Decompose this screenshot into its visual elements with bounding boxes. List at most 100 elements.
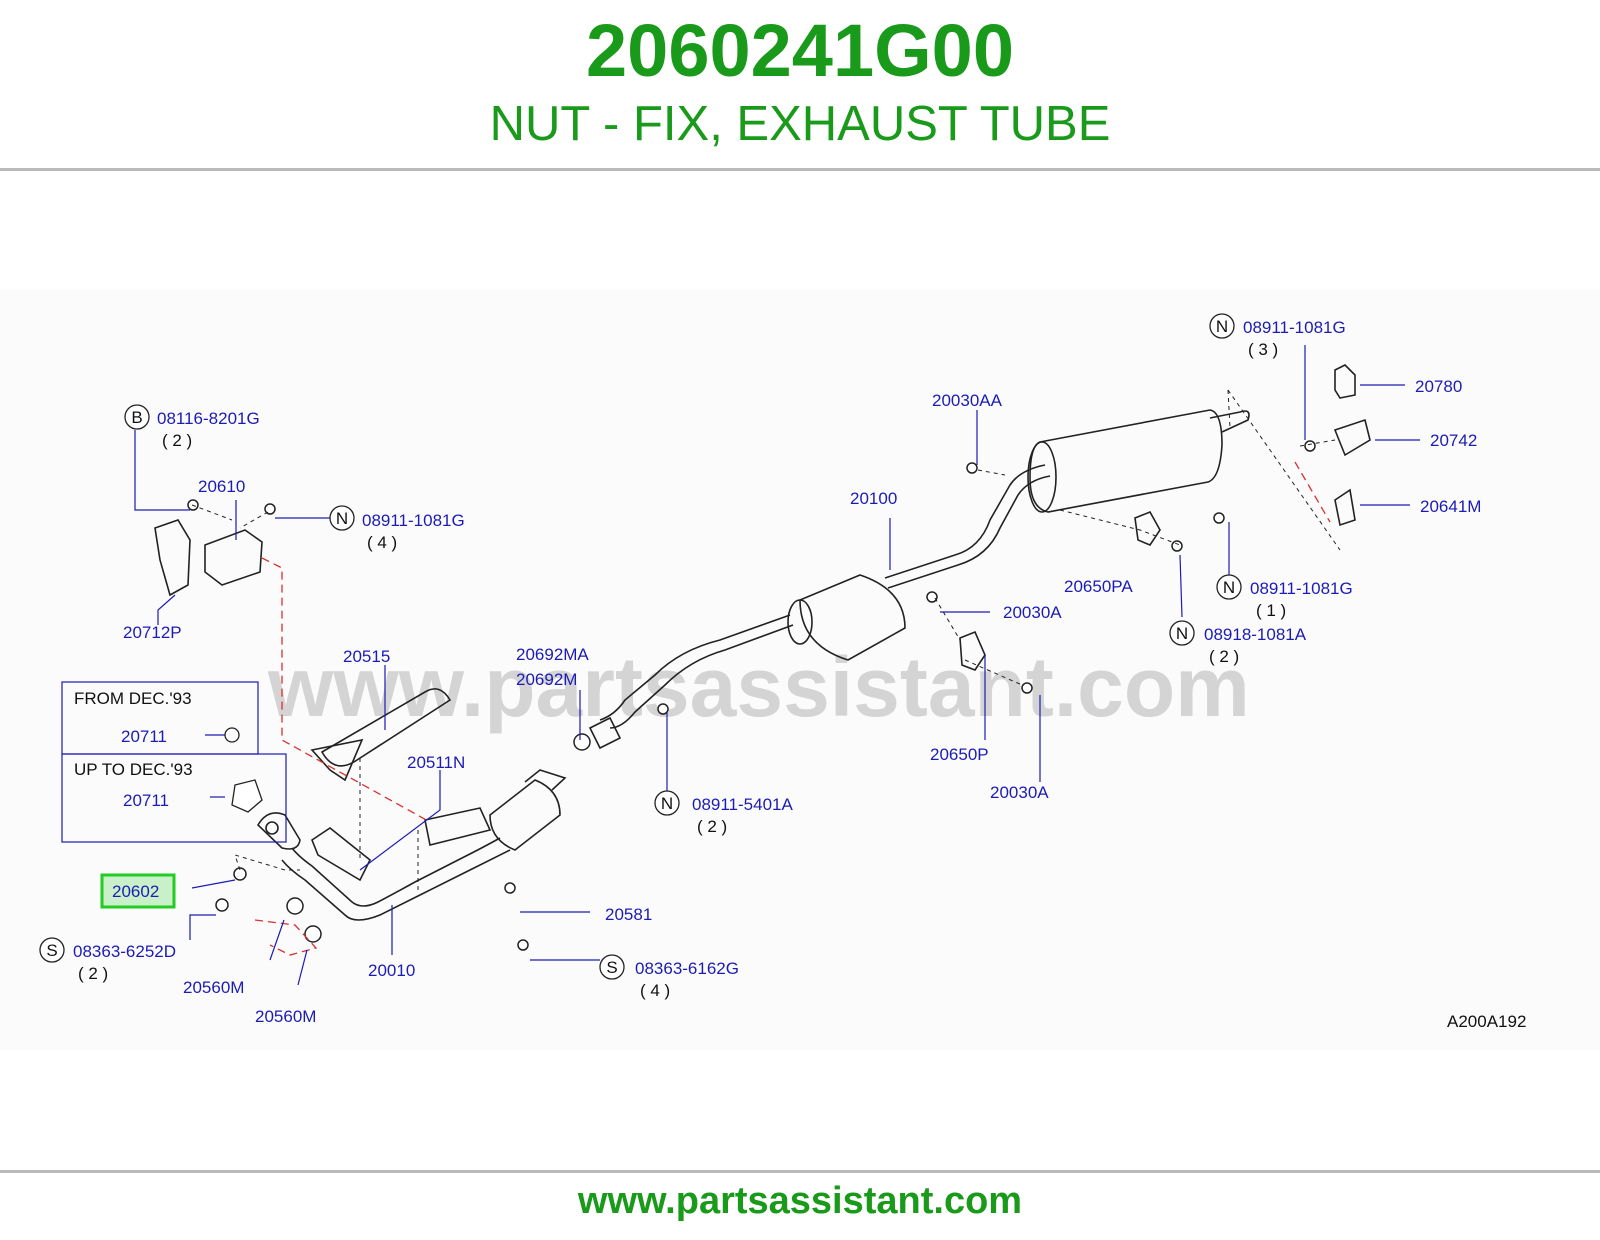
note-from-part[interactable]: 20711: [121, 727, 167, 746]
leader-lines: [134, 345, 1420, 986]
label-08911-5401a[interactable]: 08911-5401A: [692, 795, 793, 814]
cap-20780: [1334, 364, 1356, 399]
label-08918-1081a[interactable]: 08918-1081A: [1204, 625, 1307, 644]
label-20712p[interactable]: 20712P: [123, 623, 182, 642]
nut-08911-1081g-3: [1304, 440, 1316, 452]
label-20641m[interactable]: 20641M: [1420, 497, 1481, 516]
label-20610[interactable]: 20610: [198, 477, 245, 496]
bolt-20030a-1: [926, 591, 938, 603]
label-20010[interactable]: 20010: [368, 961, 415, 980]
gasket-20560m-a: [286, 897, 304, 915]
label-20030a[interactable]: 20030A: [1003, 603, 1062, 622]
symbol-circles: [39, 313, 1242, 980]
label-20581[interactable]: 20581: [605, 905, 652, 924]
hanger-20742: [1333, 418, 1371, 457]
part-name-subtitle: NUT - FIX, EXHAUST TUBE: [489, 97, 1111, 151]
nut-08911-5401a: [657, 703, 669, 715]
qty-label: ( 1 ): [1256, 601, 1286, 620]
mount-20610: [204, 529, 263, 586]
rubber-20641m: [1334, 488, 1356, 527]
bolt-20030aa: [966, 462, 978, 474]
flange-hole: [265, 821, 279, 835]
header: 2060241G00 NUT - FIX, EXHAUST TUBE: [0, 0, 1600, 170]
note-upto-part[interactable]: 20711: [123, 791, 169, 810]
catalytic-converter: [489, 779, 561, 851]
screw-symbol: S: [606, 958, 617, 977]
qty-label: ( 4 ): [640, 981, 670, 1000]
label-20692m[interactable]: 20692M: [516, 670, 577, 689]
nut-symbol: N: [661, 794, 673, 813]
rear-muffler-end: [1027, 441, 1057, 513]
nut-symbol: N: [1176, 624, 1188, 643]
note-box-upto: [61, 753, 287, 843]
label-08911-1081g-1[interactable]: 08911-1081G: [1250, 579, 1353, 598]
rear-muffler: [1029, 409, 1223, 513]
label-08363-6252d[interactable]: 08363-6252D: [73, 942, 176, 961]
label-20780[interactable]: 20780: [1415, 377, 1462, 396]
label-08363-6162g[interactable]: 08363-6162G: [635, 959, 739, 978]
label-20692ma[interactable]: 20692MA: [516, 645, 589, 664]
symbol-letters: B N N N N N S S: [46, 317, 1235, 977]
qty-label: ( 3 ): [1248, 340, 1278, 359]
tube-bracket: [424, 807, 492, 846]
nut-symbol: N: [1216, 317, 1228, 336]
heat-shield-upper: [320, 688, 452, 767]
exhaust-diagram: www.partsassistant.com: [0, 290, 1600, 1050]
bolt-20030a-2: [1021, 682, 1033, 694]
center-muffler-end: [787, 599, 813, 645]
bolt-symbol: B: [131, 408, 142, 427]
heat-shield-lower: [311, 827, 372, 882]
rubber-20650pa: [1134, 510, 1161, 546]
red-assembly-lines: [254, 461, 1331, 956]
nut-20602: [233, 867, 247, 881]
label-08911-1081g[interactable]: 08911-1081G: [362, 511, 465, 530]
label-20742[interactable]: 20742: [1430, 431, 1477, 450]
qty-label: ( 2 ): [78, 964, 108, 983]
nut-08918-1081a: [1171, 540, 1183, 552]
fasteners: [187, 440, 1316, 951]
note-texts: FROM DEC.'93 20711 UP TO DEC.'93 20711: [74, 689, 193, 810]
center-muffler: [799, 574, 906, 661]
label-20515[interactable]: 20515: [343, 647, 390, 666]
gasket-20711-upto: [231, 779, 263, 813]
flange: [588, 716, 622, 750]
label-08116-8201g[interactable]: 08116-8201G: [157, 409, 260, 428]
label-20511n[interactable]: 20511N: [407, 753, 465, 772]
cat-heat-top: [524, 769, 567, 791]
screw-symbol: S: [46, 941, 57, 960]
qty-label: ( 2 ): [1209, 647, 1239, 666]
label-20030a-lower[interactable]: 20030A: [990, 783, 1049, 802]
label-08911-1081g-3[interactable]: 08911-1081G: [1243, 318, 1346, 337]
label-20030aa[interactable]: 20030AA: [932, 391, 1003, 410]
mid-pipe-outline: [609, 624, 794, 729]
label-20650pa[interactable]: 20650PA: [1064, 577, 1133, 596]
dashed-assembly-lines: [191, 389, 1341, 890]
bracket-20712p: [154, 519, 191, 597]
label-20100[interactable]: 20100: [850, 489, 897, 508]
clip-20581: [504, 882, 516, 894]
label-20560m[interactable]: 20560M: [183, 978, 244, 997]
nut-08911-1081g-front: [264, 503, 276, 515]
diagram-code: A200A192: [1447, 1012, 1526, 1031]
qty-label: ( 2 ): [162, 431, 192, 450]
footer-url[interactable]: www.partsassistant.com: [577, 1180, 1023, 1222]
front-tube-outline: [291, 837, 501, 907]
diagram-svg: www.partsassistant.com: [39, 313, 1526, 1031]
highlight-box: [100, 873, 176, 909]
qty-label: ( 4 ): [367, 533, 397, 552]
manifold-flange: [256, 812, 301, 850]
screw-08363-6162g: [517, 939, 529, 951]
bolt-08363-6252d: [215, 898, 229, 912]
heat-shield-tip: [310, 738, 364, 782]
header-divider: [0, 168, 1600, 171]
tail-pipe: [884, 464, 1046, 579]
gasket-20692m: [573, 733, 591, 751]
label-20650p[interactable]: 20650P: [930, 745, 989, 764]
nut-symbol: N: [336, 509, 348, 528]
rubber-20650p: [959, 630, 986, 671]
qty-label: ( 2 ): [697, 817, 727, 836]
label-20560m-second[interactable]: 20560M: [255, 1007, 316, 1026]
label-20602-highlighted[interactable]: 20602: [112, 882, 159, 901]
note-from-text: FROM DEC.'93: [74, 689, 192, 708]
part-number-title: 2060241G00: [586, 9, 1014, 92]
